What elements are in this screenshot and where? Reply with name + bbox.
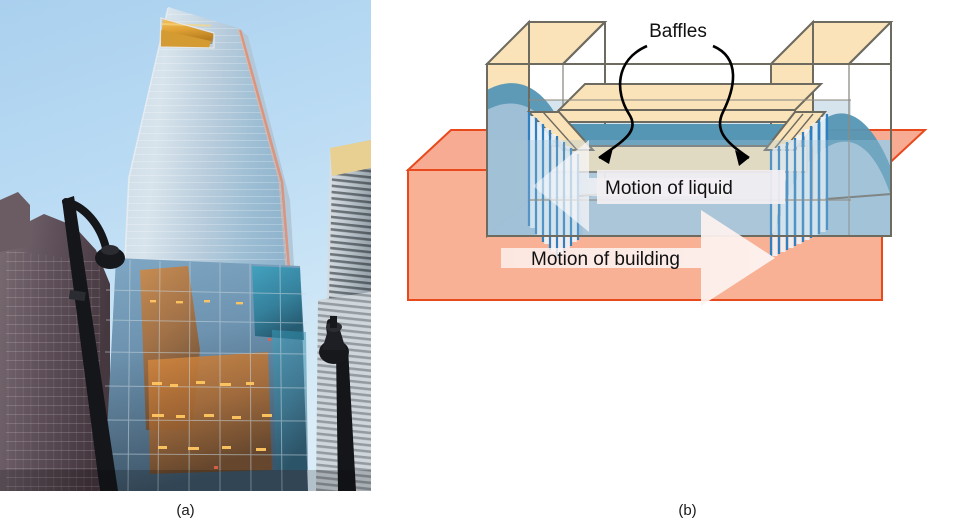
motion-of-liquid-arrow	[533, 140, 785, 232]
baffles-arrowhead-right	[735, 150, 749, 166]
baffle-slats-right	[769, 114, 829, 258]
motion-of-building-arrow	[501, 210, 775, 306]
motion-of-liquid-label: Motion of liquid	[605, 178, 733, 199]
panel-a-photograph	[0, 0, 371, 491]
building-photograph	[0, 0, 371, 491]
baffles-leader-right	[712, 44, 750, 160]
panel-b-diagram: Motion of liquid Baffles Motion of build…	[383, 0, 975, 500]
motion-of-building-label: Motion of building	[531, 249, 680, 270]
baffles-arrowhead-left	[599, 148, 613, 164]
caption-b: (b)	[678, 502, 697, 519]
caption-a: (a)	[176, 502, 195, 519]
baffles-leader-left	[598, 44, 648, 160]
baffles-label: Baffles	[649, 21, 707, 42]
